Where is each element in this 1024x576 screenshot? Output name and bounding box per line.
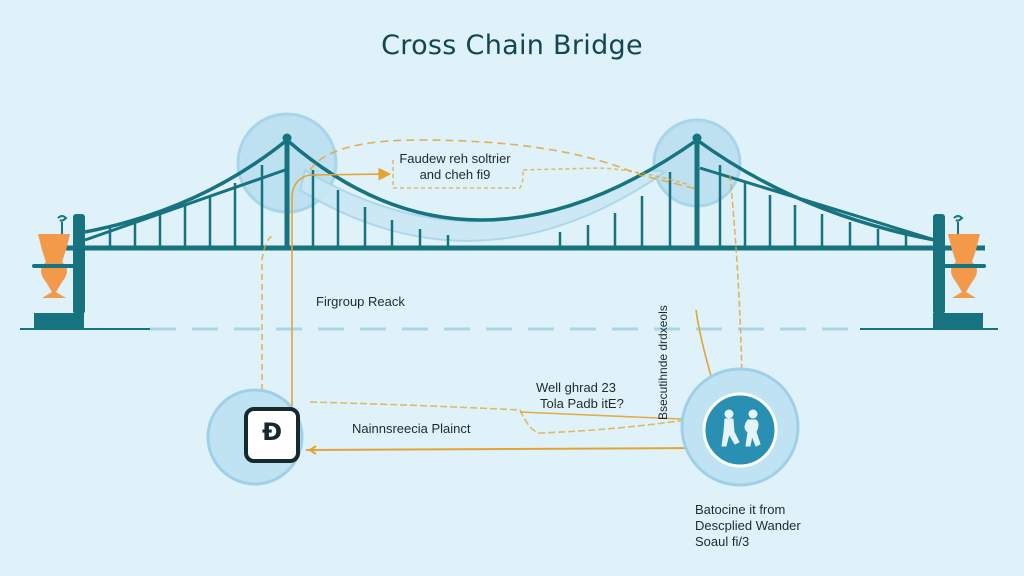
- left-urn-icon: [32, 215, 80, 298]
- dashed-mid-right: [309, 401, 701, 434]
- bottom-link-label: Nainnsreecia Plainct: [352, 421, 471, 436]
- center-note-line1: Well ghrad 23: [536, 380, 616, 395]
- right-caption-line1: Batocine it from: [695, 502, 786, 517]
- right-caption-line2: Descplied Wander: [695, 518, 801, 533]
- bitcoin-icon: Ɖ: [261, 418, 283, 446]
- left-chain-node[interactable]: [206, 388, 304, 486]
- vertical-right-label: Bsecutihnde drdxeols: [656, 305, 670, 420]
- left-mid-label: Firgroup Reack: [316, 294, 405, 309]
- right-caption-line3: Soaul fi/3: [695, 534, 750, 549]
- right-chain-node[interactable]: [680, 367, 800, 487]
- page-title: Cross Chain Bridge: [381, 30, 643, 61]
- right-urn-icon: [938, 215, 986, 298]
- top-note-line1: Faudew reh soltrier: [399, 151, 511, 166]
- dashed-right-down: [729, 174, 743, 381]
- dashed-left-up: [261, 235, 273, 410]
- top-note: Faudew reh soltrier and cheh fi9: [395, 151, 515, 183]
- top-note-line2: and cheh fi9: [419, 167, 491, 182]
- dashed-top-arc: [309, 139, 701, 191]
- center-note: Well ghrad 23 Tola Padb itE?: [530, 380, 624, 412]
- bridge: [34, 133, 985, 329]
- right-node-caption: Batocine it from Descplied Wander Soaul …: [695, 502, 801, 550]
- center-note-line2: Tola Padb itE?: [540, 396, 624, 411]
- bidirectional-link: [305, 440, 704, 457]
- arrow-to-right-node: [519, 411, 708, 426]
- people-icon: [721, 409, 761, 447]
- arrow-left-up: [291, 167, 392, 410]
- bitcoin-icon-frame: [244, 407, 300, 463]
- flow-arrows: [261, 139, 743, 457]
- note-box-outline: [392, 160, 691, 189]
